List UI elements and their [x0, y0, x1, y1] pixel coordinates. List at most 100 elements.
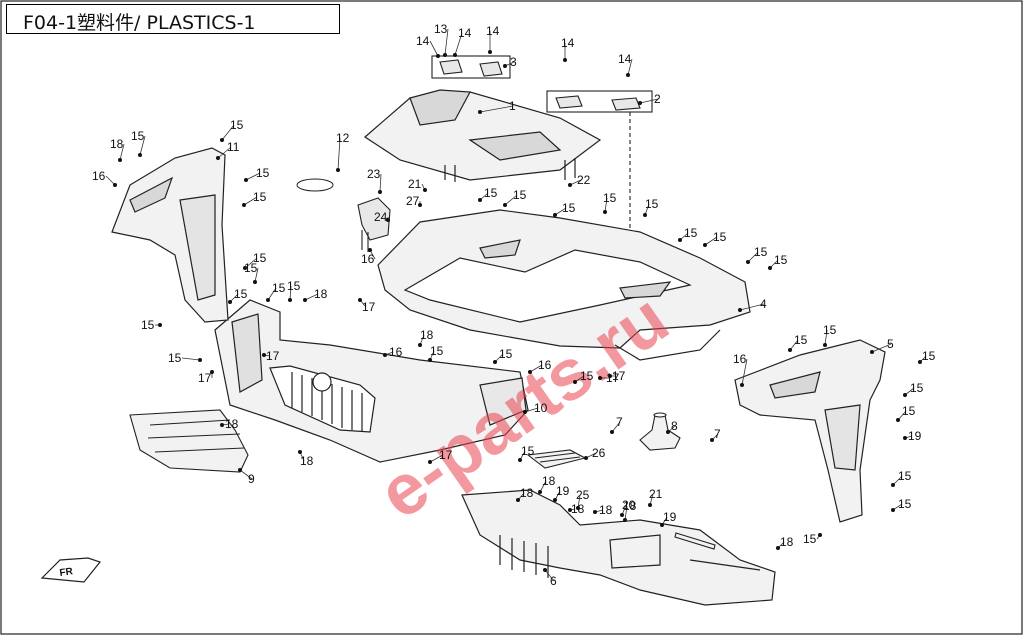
fastener-dot — [563, 58, 567, 62]
fastener-dot — [553, 498, 557, 502]
title-box: F04-1塑料件/ PLASTICS-1 — [6, 4, 340, 34]
callout-number: 14 — [618, 52, 632, 66]
fastener-dot — [638, 101, 642, 105]
fastener-dot — [503, 203, 507, 207]
fastener-dot — [428, 460, 432, 464]
part-hood-cover — [364, 89, 602, 182]
fastener-dot — [386, 218, 390, 222]
fastener-dot — [666, 430, 670, 434]
callout-number: 21 — [408, 177, 422, 191]
callout-number: 10 — [534, 401, 548, 415]
callout-number: 15 — [794, 333, 808, 347]
fastener-dot — [303, 298, 307, 302]
callout-leader — [892, 475, 903, 486]
fastener-dot — [568, 183, 572, 187]
callout-number: 25 — [576, 488, 590, 502]
callout-number: 18 — [520, 486, 534, 500]
part-front-cover — [377, 209, 751, 361]
callout-leader — [429, 454, 444, 463]
fastener-dot — [244, 178, 248, 182]
callout-leader — [105, 175, 116, 186]
fastener-dot — [138, 153, 142, 157]
fastener-dot — [418, 203, 422, 207]
callout-number: 14 — [561, 36, 575, 50]
callout-number: 18 — [300, 454, 314, 468]
callout-leader — [379, 173, 382, 193]
callout-number: 15 — [521, 444, 535, 458]
callout-number: 9 — [248, 472, 255, 486]
callout-number: 18 — [420, 328, 434, 342]
callout-number: 16 — [92, 169, 106, 183]
callout-number: 19 — [663, 510, 677, 524]
fastener-dot — [220, 423, 224, 427]
fastener-dot — [626, 73, 630, 77]
callout-number: 18 — [780, 535, 794, 549]
callout-leader — [624, 505, 628, 521]
callout-number: 15 — [713, 230, 727, 244]
fastener-dot — [518, 458, 522, 462]
fastener-dot — [336, 168, 340, 172]
fastener-dot — [288, 298, 292, 302]
fastener-dot — [198, 358, 202, 362]
callout-number: 15 — [910, 381, 924, 395]
fastener-dot — [242, 203, 246, 207]
callout-leader — [897, 410, 907, 421]
callout-number: 16 — [389, 345, 403, 359]
callout-number: 15 — [645, 197, 659, 211]
fastener-dot — [528, 370, 532, 374]
callout-number: 14 — [416, 34, 430, 48]
callout-number: 15 — [803, 532, 817, 546]
callout-number: 17 — [266, 349, 280, 363]
callout-number: 6 — [550, 574, 557, 588]
part-bracket-3 — [431, 55, 511, 79]
callout-number: 11 — [227, 140, 240, 154]
fastener-dot — [788, 348, 792, 352]
callout-leader — [444, 28, 449, 56]
page-title: F04-1塑料件/ PLASTICS-1 — [23, 12, 256, 34]
callout-number: 7 — [616, 415, 623, 429]
callout-number: 5 — [887, 337, 894, 351]
fastener-dot — [493, 360, 497, 364]
callout-number: 8 — [671, 419, 678, 433]
callout-number: 15 — [287, 279, 301, 293]
callout-number: 22 — [577, 173, 591, 187]
fastener-dot — [220, 138, 224, 142]
callout-number: 18 — [623, 499, 637, 513]
part-left-side-panel — [111, 147, 229, 323]
fastener-dot — [903, 393, 907, 397]
fastener-dot — [818, 533, 822, 537]
callout-number: 20 — [622, 498, 636, 512]
callout-leader — [611, 421, 621, 433]
callout-number: 18 — [542, 474, 556, 488]
fastener-dot — [423, 188, 427, 192]
fastener-dot — [603, 210, 607, 214]
callout-leader — [181, 357, 201, 361]
fastener-dot — [238, 468, 242, 472]
fastener-dot — [740, 383, 744, 387]
callout-number: 15 — [253, 251, 267, 265]
callout-leader — [267, 287, 277, 301]
callout-number: 17 — [198, 371, 212, 385]
callout-number: 14 — [458, 26, 472, 40]
fastener-dot — [573, 380, 577, 384]
fastener-dot — [368, 248, 372, 252]
fastener-dot — [543, 568, 547, 572]
callout-number: 18 — [225, 417, 239, 431]
fastener-dot — [598, 376, 602, 380]
fastener-dot — [891, 508, 895, 512]
fastener-dot — [576, 506, 580, 510]
fastener-dot — [891, 483, 895, 487]
callout-number: 14 — [486, 24, 500, 38]
callout-number: 15 — [603, 191, 617, 205]
callout-leader — [479, 105, 514, 113]
part-front-bumper — [214, 299, 529, 463]
callout-number: 15 — [922, 349, 936, 363]
callout-number: 16 — [361, 252, 375, 266]
callout-leader — [627, 58, 633, 76]
callout-leader — [244, 257, 258, 269]
fastener-dot — [710, 438, 714, 442]
callout-number: 16 — [733, 352, 747, 366]
callout-leader — [221, 124, 235, 141]
